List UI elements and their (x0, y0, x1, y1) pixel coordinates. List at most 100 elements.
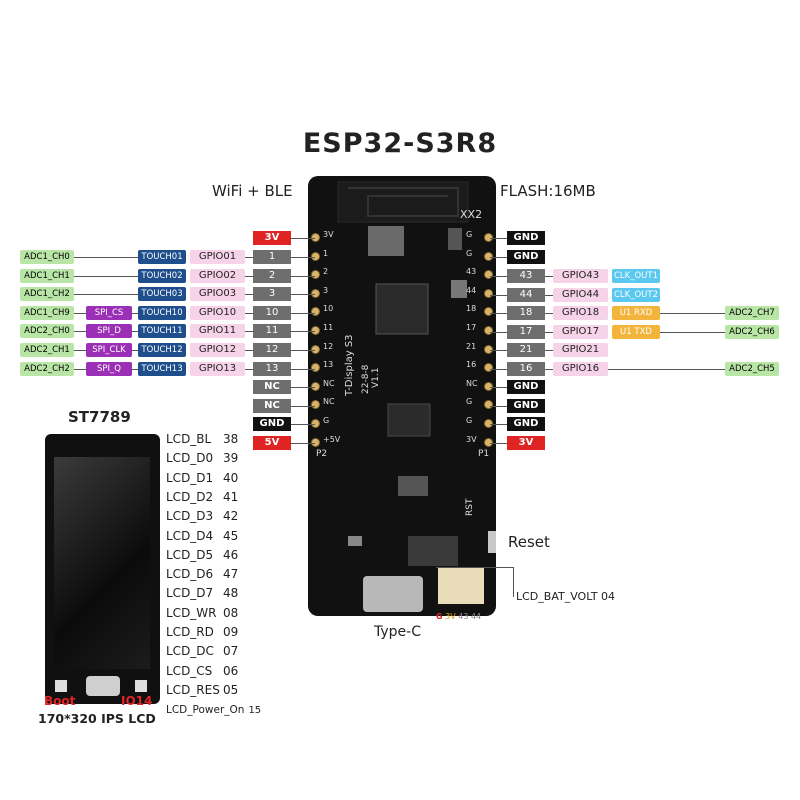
pin-connector-line (132, 368, 138, 370)
board-model-label: T-Display S3 (344, 334, 355, 397)
spi-label: SPI_CLK (86, 343, 132, 357)
lcd-pin-number: 41 (223, 489, 239, 504)
pin-connector-line (660, 331, 725, 333)
pin-connector-line (245, 312, 253, 314)
pin-connector-line (490, 387, 507, 389)
header-hole-right (484, 326, 493, 335)
spi-label: SPI_CS (86, 305, 132, 320)
pin-connector-line (132, 331, 138, 333)
header-hole-left (311, 288, 320, 298)
touch-label: TOUCH12 (138, 343, 186, 357)
pin-3v-left: 3V (253, 231, 291, 245)
pin-connector-line (490, 294, 507, 296)
lcd-pin-row: LCD_D4 45 (166, 527, 238, 545)
spi-label: SPI_D (86, 324, 132, 339)
pin-gnd-right: GND (507, 250, 545, 264)
pin-label-right: GND (507, 380, 545, 395)
gpio-label: GPIO02 (190, 268, 245, 283)
io14-button[interactable] (135, 680, 147, 692)
header-hole-left (311, 381, 320, 391)
pin-connector-line (490, 405, 507, 407)
touch-label: TOUCH10 (138, 305, 186, 320)
pin-connector-line (545, 294, 553, 296)
pin-number-left: 12 (253, 343, 291, 357)
lcd-pin-number: 47 (223, 567, 239, 582)
pin-connector-line (291, 331, 315, 333)
pin-label-left: NC (253, 380, 291, 395)
lcd-pin-number: 40 (223, 470, 239, 485)
board-silk-label: G (466, 397, 473, 407)
adc-label: ADC2_CH7 (725, 306, 779, 321)
pin-number-left: 11 (253, 324, 291, 339)
header-hole-left (311, 419, 320, 428)
lcd-pin-number: 09 (223, 625, 239, 639)
header-hole-left (311, 400, 320, 410)
boot-button[interactable] (55, 680, 67, 692)
diagram-title: ESP32-S3R8 (302, 128, 498, 159)
connector-label: G 3V 43 44 (436, 612, 482, 621)
adc-label: ADC2_CH2 (20, 361, 74, 376)
lcd-pin-name: LCD_DC (166, 644, 214, 659)
pin-label-left: GND (253, 417, 291, 432)
header-hole-right (484, 270, 493, 280)
lcd-screen (54, 457, 150, 669)
lcd-pin-name: LCD_D3 (166, 509, 214, 524)
bat-volt-label: LCD_BAT_VOLT 04 (516, 590, 616, 603)
lcd-pin-number: 38 (223, 432, 239, 446)
board-silk-label: 13 (323, 360, 334, 370)
pin-connector-line (291, 405, 315, 407)
lcd-usb-port (86, 676, 120, 696)
pin-connector-line (490, 369, 507, 370)
board-silk-label: G (466, 230, 473, 239)
header-hole-left (311, 344, 320, 354)
gpio-label: GPIO01 (190, 250, 245, 264)
board-silk-label: 3V (323, 230, 334, 239)
board-silk-label: 1 (323, 248, 329, 258)
board-silk-label: 3 (323, 285, 329, 295)
pin-connector-line (545, 331, 553, 333)
header-hole-left (311, 251, 320, 261)
adc-label: ADC1_CH9 (20, 305, 74, 320)
pin-connector-line (245, 257, 253, 258)
board-version-label: V1.1 (371, 368, 381, 388)
func-label: U1 TXD (612, 324, 660, 339)
header-hole-right (484, 400, 493, 410)
pin-connector-line (245, 368, 253, 370)
gpio-label: GPIO21 (553, 343, 608, 358)
gpio-label: GPIO17 (553, 324, 608, 339)
pin-connector-line (490, 313, 507, 315)
pin-number-right: 17 (507, 324, 545, 339)
gpio-label: GPIO12 (190, 343, 245, 357)
lcd-pin-number: 45 (223, 528, 239, 543)
bat-line-h (436, 567, 514, 568)
pin-connector-line (74, 331, 86, 333)
header-hole-right (484, 363, 493, 373)
pin-connector-line (74, 312, 86, 314)
pin-label-left: NC (253, 398, 291, 413)
board-silk-label: G (466, 248, 473, 258)
board-artwork: XX2 T-Display S3 22-8-8 V1.1 P2 P1 RST (316, 181, 496, 612)
io14-label: IO14 (121, 694, 153, 708)
board-xx-label: XX2 (460, 208, 482, 221)
lcd-pin-name: LCD_WR (166, 605, 217, 620)
pin-connector-line (74, 294, 138, 296)
board-silk-label: 44 (466, 285, 477, 295)
lcd-pin-name: LCD_D0 (166, 451, 214, 466)
pin-connector-line (74, 257, 138, 258)
lcd-pin-number: 48 (223, 586, 239, 601)
lcd-pin-name: LCD_D4 (166, 528, 214, 543)
adc-label: ADC1_CH1 (20, 268, 74, 283)
pin-connector-line (545, 313, 553, 315)
pin-connector-line (490, 350, 507, 352)
touch-label: TOUCH02 (138, 268, 186, 283)
pin-number-left: 3 (253, 287, 291, 302)
header-hole-right (484, 251, 493, 261)
board-silk-label: 43 (466, 267, 477, 277)
gpio-label: GPIO43 (553, 269, 608, 283)
lcd-pin-number: 07 (223, 644, 239, 659)
spi-label: SPI_Q (86, 361, 132, 376)
pin-number-left: 2 (253, 268, 291, 283)
